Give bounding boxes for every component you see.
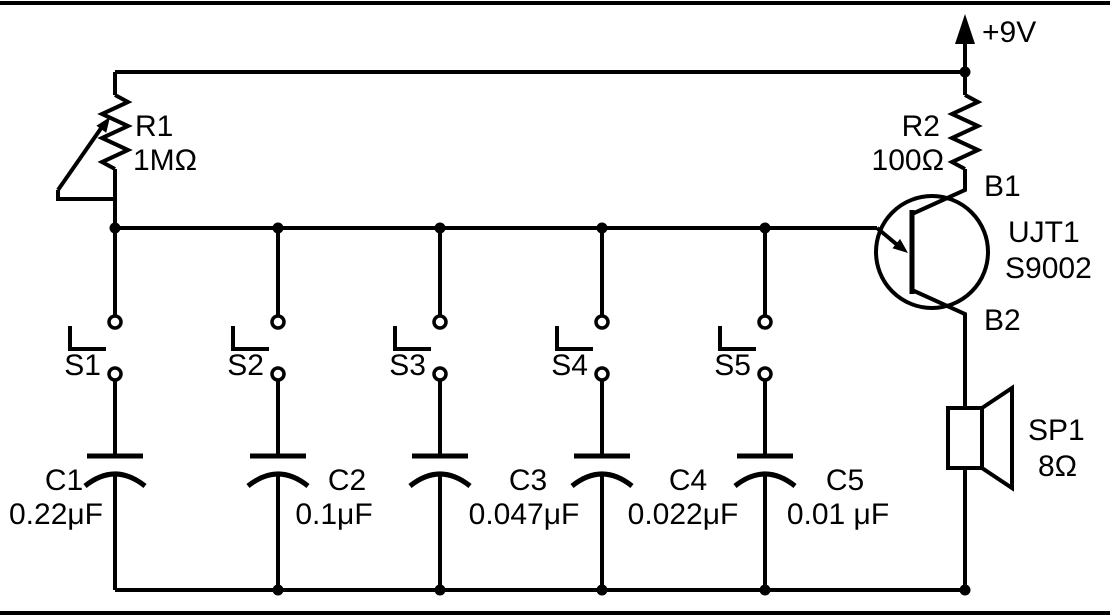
junction-dot — [959, 584, 971, 596]
s2-actuator — [231, 326, 269, 351]
junction-dot — [959, 66, 971, 78]
c5-value-label: 0.01 μF — [787, 498, 889, 531]
s4-ref-label: S4 — [551, 349, 588, 382]
ujt-body-circle — [874, 194, 990, 310]
s5-actuator — [718, 326, 756, 351]
s1-ref-label: S1 — [64, 349, 101, 382]
branch-s4-c4: S4 C4 0.022μF — [551, 228, 738, 590]
c3-ref-label: C3 — [509, 464, 547, 497]
junction-dot — [109, 222, 121, 234]
potentiometer-r1: R1 1MΩ — [56, 72, 197, 228]
sp1-ref-label: SP1 — [1028, 414, 1085, 447]
s4-contact-top — [594, 314, 610, 330]
c3-value-label: 0.047μF — [469, 498, 580, 531]
branch-s1-c1: S1 C1 0.22μF — [9, 228, 147, 590]
ujt-b2-lead — [911, 288, 967, 408]
s3-actuator — [393, 326, 431, 351]
c4-ref-label: C4 — [669, 464, 707, 497]
junction-dot — [434, 584, 446, 596]
junction-dot — [272, 222, 284, 234]
junction-dot — [596, 222, 608, 234]
r1-zigzag — [97, 93, 133, 171]
junction-dot — [759, 584, 771, 596]
ujt-ref-label: UJT1 — [1008, 216, 1080, 249]
s2-ref-label: S2 — [227, 349, 264, 382]
r2-zigzag — [947, 93, 983, 171]
branch-s3-c3: S3 C3 0.047μF — [389, 228, 579, 590]
r1-wiper-arrow-shaft — [56, 122, 106, 192]
supply-arrowhead — [955, 14, 975, 44]
r1-wiper-arrowhead — [96, 117, 110, 133]
r1-ref-label: R1 — [135, 110, 173, 143]
s3-contact-top — [432, 314, 448, 330]
ujt-b2-label: B2 — [984, 304, 1021, 337]
junction-dot — [272, 584, 284, 596]
sp1-value-label: 8Ω — [1038, 450, 1077, 483]
ujt-b1-lead — [911, 169, 967, 216]
branch-s5-c5: S5 C5 0.01 μF — [714, 228, 889, 590]
r1-wiper-return-wire — [56, 190, 115, 201]
c1-ref-label: C1 — [45, 464, 83, 497]
s1-contact-bottom — [107, 366, 123, 382]
ujt-part-label: S9002 — [1005, 252, 1092, 285]
junction-dot — [434, 222, 446, 234]
power-rail: +9V — [115, 14, 1036, 74]
s5-contact-bottom — [757, 366, 773, 382]
s2-contact-bottom — [270, 366, 286, 382]
s5-contact-top — [757, 314, 773, 330]
ujt-emitter-arrowhead — [892, 238, 908, 253]
r2-value-label: 100Ω — [872, 144, 944, 177]
branch-s2-c2: S2 C2 0.1μF — [227, 228, 373, 590]
transistor-ujt1: B1 B2 UJT1 S9002 — [874, 169, 1092, 408]
sp1-driver — [946, 406, 984, 470]
junction-dot — [596, 584, 608, 596]
r1-value-label: 1MΩ — [133, 144, 197, 177]
s4-contact-bottom — [594, 366, 610, 382]
s4-actuator — [555, 326, 593, 351]
c5-ref-label: C5 — [826, 464, 864, 497]
c4-value-label: 0.022μF — [628, 498, 739, 531]
resistor-r2: R2 100Ω — [872, 72, 983, 177]
s1-contact-top — [107, 314, 123, 330]
s3-ref-label: S3 — [389, 349, 426, 382]
c1-value-label: 0.22μF — [9, 498, 103, 531]
s1-actuator — [68, 326, 106, 351]
s3-contact-bottom — [432, 366, 448, 382]
ujt-b1-label: B1 — [984, 170, 1021, 203]
speaker-sp1: SP1 8Ω — [946, 384, 1085, 590]
sp1-cone — [980, 384, 1014, 492]
c2-value-label: 0.1μF — [295, 498, 372, 531]
r2-ref-label: R2 — [902, 110, 940, 143]
s5-ref-label: S5 — [714, 349, 751, 382]
c2-ref-label: C2 — [328, 464, 366, 497]
supply-voltage-label: +9V — [982, 16, 1036, 49]
junction-dots — [109, 66, 971, 596]
s2-contact-top — [270, 314, 286, 330]
junction-dot — [759, 222, 771, 234]
